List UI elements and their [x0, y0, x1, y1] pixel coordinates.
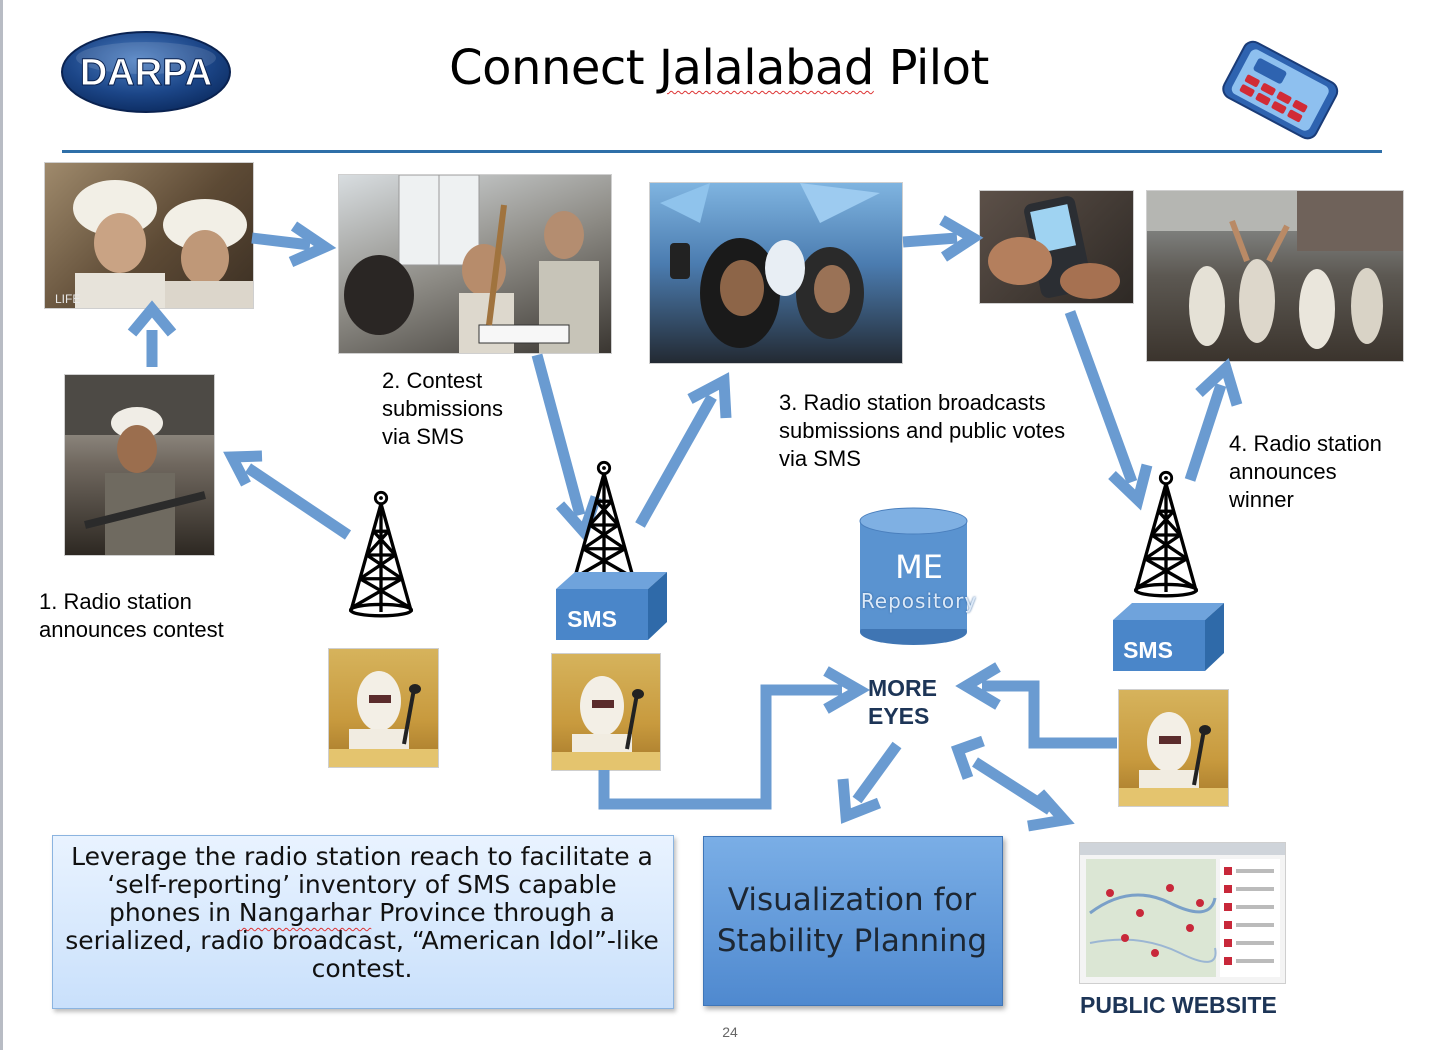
- more-eyes-line-2: EYES: [868, 703, 930, 729]
- svg-text:LIFE: LIFE: [55, 292, 80, 306]
- step-2-caption: 2. Contest submissions via SMS: [382, 367, 503, 451]
- info-line-4: serialized, radio broadcast, “American I…: [65, 926, 659, 955]
- visualization-line-2: Stability Planning: [716, 923, 988, 959]
- studio-photo: [338, 174, 612, 354]
- page-number: 24: [722, 1024, 738, 1040]
- radio-tower-icon-1: [348, 490, 414, 618]
- arrow-12: [950, 735, 1075, 832]
- studio-woman-photo-1: [328, 648, 439, 768]
- step-3-line-2: submissions and public votes: [779, 418, 1066, 443]
- step-1-line-1: 1. Radio station: [39, 589, 192, 614]
- database-icon: [859, 507, 968, 645]
- darpa-logo: DARPA: [61, 31, 231, 113]
- step-2-line-3: via SMS: [382, 424, 464, 449]
- step-4-line-1: 4. Radio station: [1229, 431, 1382, 456]
- website-screenshot-icon: [1079, 842, 1286, 984]
- phone-icon: [1222, 40, 1339, 140]
- studio-woman-photo-3: [1118, 689, 1229, 807]
- crowd-women-photo: [649, 182, 903, 364]
- public-website-label: PUBLIC WEBSITE: [1080, 992, 1277, 1018]
- step-3-line-3: via SMS: [779, 446, 861, 471]
- arrow-6: [902, 215, 984, 262]
- visualization-line-1: Visualization for: [727, 882, 977, 918]
- arrow-1: [127, 300, 177, 367]
- visualization-text: Visualization for Stability Planning: [703, 880, 1001, 962]
- sms-label-1: SMS: [567, 606, 617, 632]
- arrow-5: [635, 372, 732, 528]
- more-eyes-label: MORE EYES: [868, 674, 968, 730]
- svg-text:DARPA: DARPA: [80, 52, 212, 94]
- step-1-caption: 1. Radio station announces contest: [39, 588, 224, 644]
- sms-block-icon-2: [1113, 603, 1224, 671]
- title-divider: [62, 150, 1382, 153]
- step-4-line-3: winner: [1229, 487, 1294, 512]
- slide-title: Connect Jalalabad Pilot: [449, 40, 989, 96]
- info-box: [52, 835, 674, 1009]
- more-eyes-line-1: MORE: [868, 675, 937, 701]
- repository-label-bottom: Repository: [860, 589, 978, 613]
- visualization-box: [703, 836, 1003, 1006]
- arrow-8: [1184, 357, 1243, 482]
- slide-left-border: [0, 0, 3, 1050]
- sms-block-icon-1: [556, 572, 667, 640]
- arrow-11: [837, 741, 902, 824]
- info-line-5: contest.: [311, 954, 413, 983]
- step-1-line-2: announces contest: [39, 617, 224, 642]
- arrow-10: [955, 662, 1117, 749]
- info-line-2: ‘self-reporting’ inventory of SMS capabl…: [107, 870, 617, 899]
- arrow-3: [223, 450, 352, 540]
- info-text: Leverage the radio station reach to faci…: [60, 843, 664, 983]
- step-2-line-2: submissions: [382, 396, 504, 421]
- step-4-line-2: announces: [1229, 459, 1337, 484]
- step-3-caption: 3. Radio station broadcasts submissions …: [779, 389, 1065, 473]
- step-2-line-1: 2. Contest: [382, 368, 483, 393]
- arrow-4: [531, 353, 602, 543]
- info-line-3: phones in Nangarhar Province through a: [108, 898, 616, 927]
- studio-woman-photo-2: [551, 653, 661, 771]
- arrow-9: [598, 666, 871, 810]
- celebration-crowd-photo: [1146, 190, 1404, 362]
- arrow-2: [251, 221, 337, 268]
- arrow-7: [1064, 310, 1153, 511]
- radio-host-photo: [64, 374, 215, 556]
- step-4-caption: 4. Radio station announces winner: [1229, 430, 1382, 514]
- flow-arrows: [127, 215, 1243, 832]
- step-3-line-1: 3. Radio station broadcasts: [779, 390, 1046, 415]
- info-line-1: Leverage the radio station reach to faci…: [71, 842, 653, 871]
- elders-photo: LIFE: [44, 162, 254, 309]
- repository-label-top: ME: [895, 548, 943, 586]
- sms-label-2: SMS: [1123, 637, 1173, 663]
- phone-in-hand-photo: [979, 190, 1134, 304]
